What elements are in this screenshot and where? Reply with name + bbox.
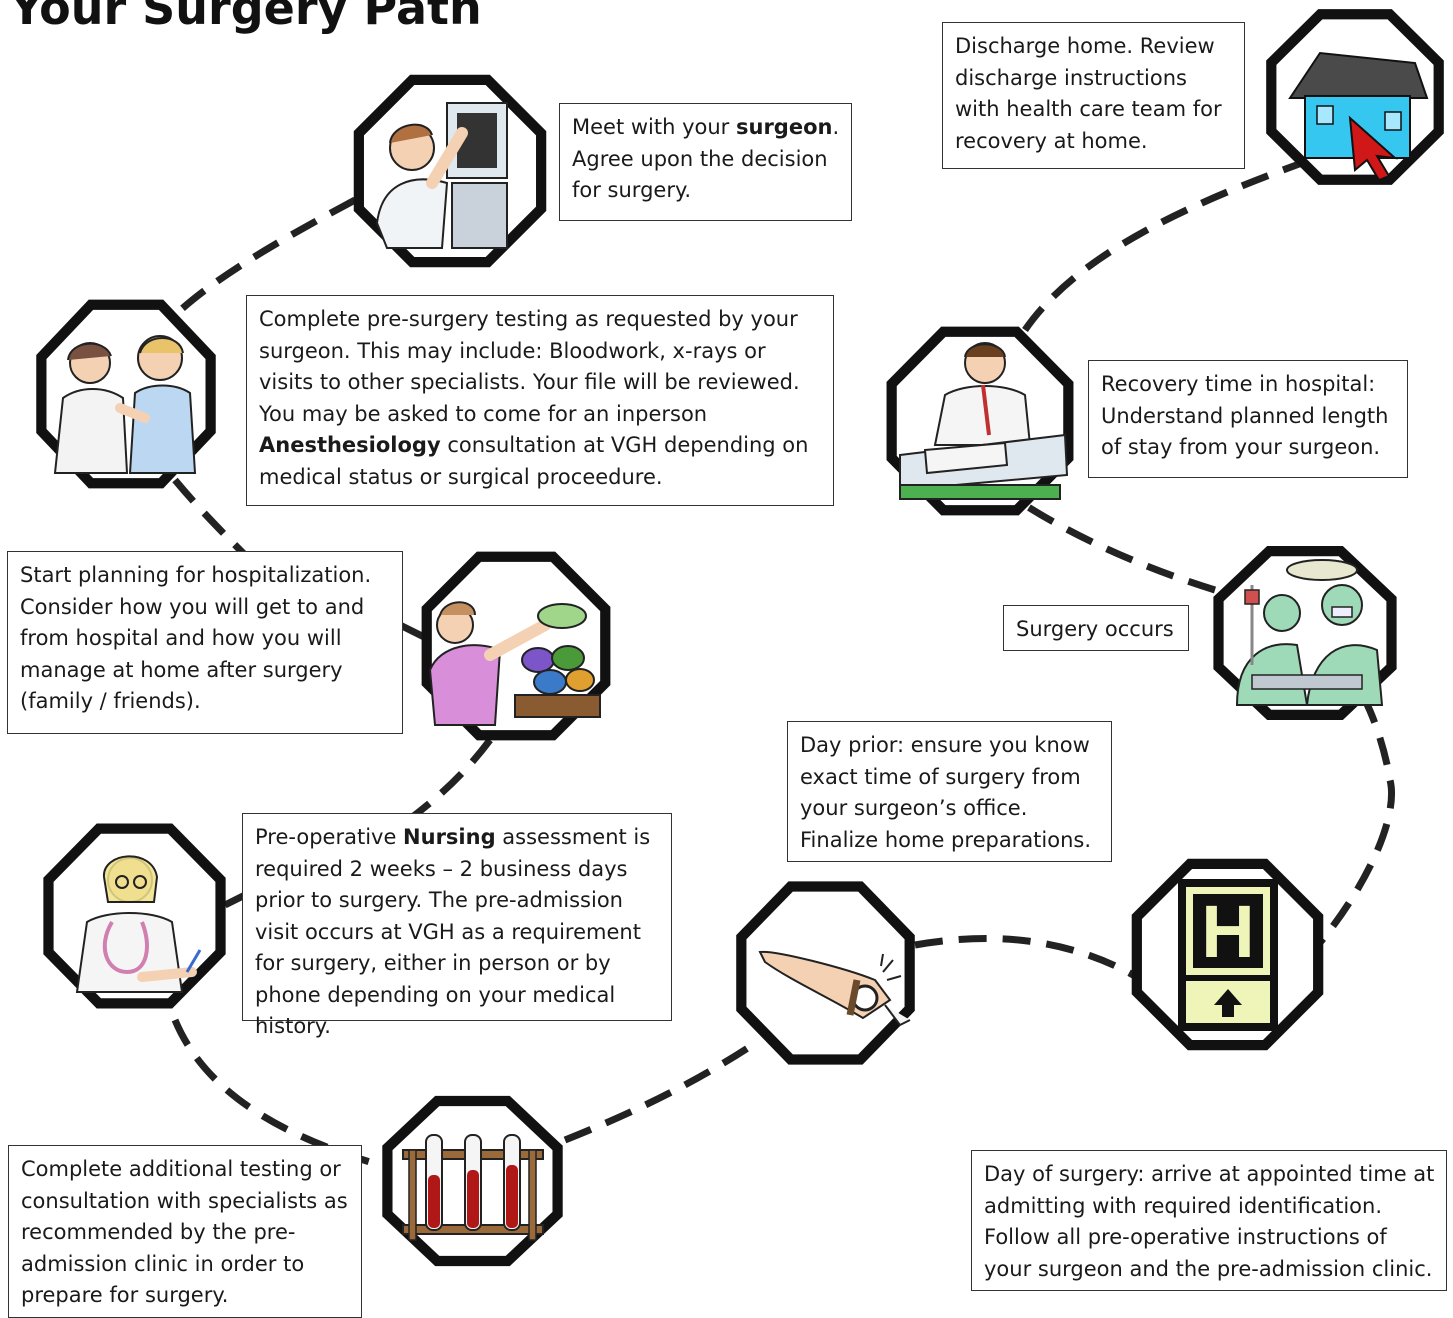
surgeons-icon — [1213, 546, 1397, 720]
step-text-run: Recovery time in hospital: Understand pl… — [1101, 372, 1389, 459]
emphasis-term: Anesthesiology — [259, 433, 441, 457]
emphasis-term: surgeon — [736, 115, 833, 139]
home-icon — [1266, 9, 1444, 185]
step-text-run: Start planning for hospitalization. Cons… — [20, 563, 372, 713]
step-text-run: Pre-operative — [255, 825, 404, 849]
octagon-dayof: H — [1130, 857, 1325, 1052]
emphasis-term: Nursing — [403, 825, 496, 849]
octagon-nursing — [42, 822, 227, 1010]
step-discharge-text: Discharge home. Review discharge instruc… — [942, 22, 1245, 169]
packing-icon — [421, 551, 611, 741]
octagon-discharge — [1265, 8, 1445, 186]
step-text-run: assessment is required 2 weeks – 2 busin… — [255, 825, 651, 1038]
octagon-recovery — [885, 325, 1075, 517]
step-surgery-text: Surgery occurs — [1003, 605, 1189, 651]
step-text-run: Day of surgery: arrive at appointed time… — [984, 1162, 1435, 1281]
octagon-surgeon — [352, 73, 548, 269]
step-testing-text: Complete pre-surgery testing as requeste… — [246, 295, 834, 506]
step-additional-text: Complete additional testing or consultat… — [8, 1145, 362, 1318]
step-text-run: Complete pre-surgery testing as requeste… — [259, 307, 800, 426]
step-text-run: . Agree upon the decision for surgery. — [572, 115, 840, 202]
step-surgeon-text: Meet with your surgeon. Agree upon the d… — [559, 103, 852, 221]
octagon-additional — [381, 1095, 564, 1267]
step-dayof-text: Day of surgery: arrive at appointed time… — [971, 1150, 1447, 1291]
wristwatch-icon — [736, 881, 915, 1065]
doctor-exam-icon — [36, 299, 216, 489]
step-text-run: Surgery occurs — [1016, 617, 1174, 641]
octagon-surgery — [1212, 545, 1398, 721]
step-planning-text: Start planning for hospitalization. Cons… — [7, 551, 403, 734]
doctor-xray-icon — [353, 74, 547, 268]
hospital-sign-icon: H — [1131, 858, 1324, 1051]
octagon-planning — [420, 550, 612, 742]
patient-bed-icon — [886, 326, 1074, 516]
svg-text:H: H — [1201, 890, 1254, 973]
test-tubes-icon — [382, 1095, 563, 1267]
step-text-run: Discharge home. Review discharge instruc… — [955, 34, 1222, 153]
step-text-run: consultation at VGH depending on medical… — [259, 433, 809, 489]
octagon-dayprior — [735, 880, 916, 1066]
octagon-testing — [35, 298, 217, 490]
step-text-run: Day prior: ensure you know exact time of… — [800, 733, 1092, 852]
step-recovery-text: Recovery time in hospital: Understand pl… — [1088, 360, 1408, 478]
step-nursing-text: Pre-operative Nursing assessment is requ… — [242, 813, 672, 1038]
step-dayprior-text: Day prior: ensure you know exact time of… — [787, 721, 1112, 862]
page-title: Your Surgery Path — [10, 0, 482, 35]
step-text-run: Complete additional testing or consultat… — [21, 1157, 348, 1307]
step-text-run: Meet with your — [572, 115, 736, 139]
nurse-icon — [43, 823, 226, 1009]
